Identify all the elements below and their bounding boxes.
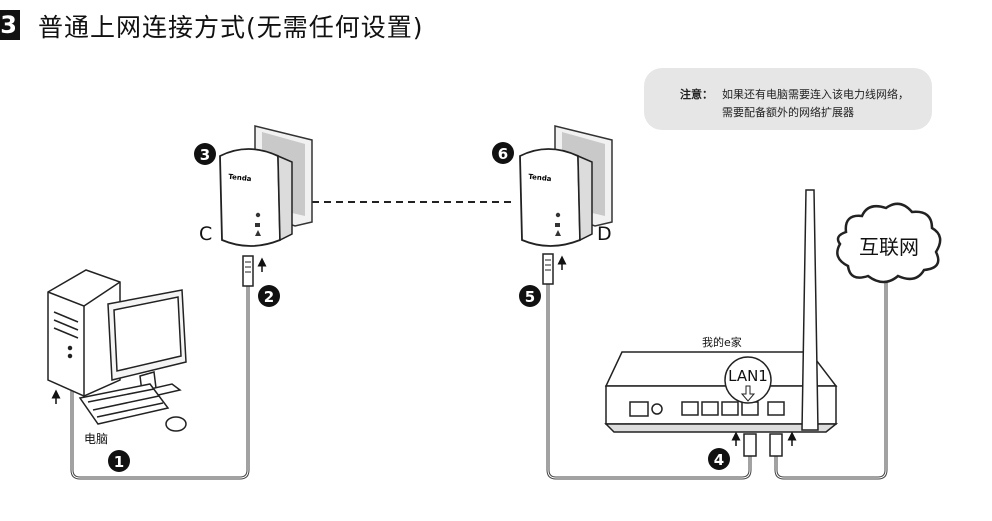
svg-text:3: 3 bbox=[200, 146, 210, 164]
adapter-c-brand: Tenda bbox=[228, 173, 252, 183]
computer bbox=[47, 269, 187, 432]
svg-text:1: 1 bbox=[114, 453, 124, 471]
step-5-badge: 5 bbox=[519, 285, 541, 307]
router bbox=[604, 189, 839, 433]
lan1-callout: LAN1 bbox=[724, 356, 772, 404]
svg-text:LAN1: LAN1 bbox=[728, 367, 768, 385]
router-label: 我的e家 bbox=[702, 335, 742, 349]
step-1-badge: 1 bbox=[108, 450, 130, 472]
adapter-d-brand: Tenda bbox=[528, 173, 552, 183]
note-line-1: 如果还有电脑需要连入该电力线网络， bbox=[722, 88, 909, 101]
adapter-c-letter: C bbox=[199, 223, 212, 245]
internet-cloud: 互联网 bbox=[836, 202, 942, 284]
adapter-c: Tenda bbox=[219, 125, 313, 287]
svg-text:2: 2 bbox=[264, 288, 274, 306]
note-line-2: 需要配备额外的网络扩展器 bbox=[722, 106, 854, 119]
step-4-badge: 4 bbox=[708, 448, 730, 470]
adapter-c-plug bbox=[242, 255, 254, 287]
adapter-d-letter: D bbox=[597, 223, 612, 245]
adapter-d: Tenda bbox=[519, 125, 613, 285]
svg-text:4: 4 bbox=[714, 451, 724, 469]
svg-text:6: 6 bbox=[498, 145, 508, 163]
note-box: 注意： 如果还有电脑需要连入该电力线网络， 需要配备额外的网络扩展器 bbox=[644, 68, 932, 130]
adapter-d-plug bbox=[542, 253, 554, 285]
step-6-badge: 6 bbox=[492, 142, 514, 164]
note-label: 注意： bbox=[680, 88, 713, 101]
router-wan-plug bbox=[769, 433, 783, 457]
step-2-badge: 2 bbox=[258, 285, 280, 307]
page-title: 普通上网连接方式(无需任何设置) bbox=[38, 13, 424, 42]
internet-label: 互联网 bbox=[859, 235, 919, 259]
router-lan-plug bbox=[743, 433, 757, 457]
step-3-badge: 3 bbox=[194, 143, 216, 165]
computer-label: 电脑 bbox=[84, 432, 108, 446]
step-badge: 3 bbox=[0, 10, 20, 40]
svg-text:5: 5 bbox=[525, 288, 535, 306]
